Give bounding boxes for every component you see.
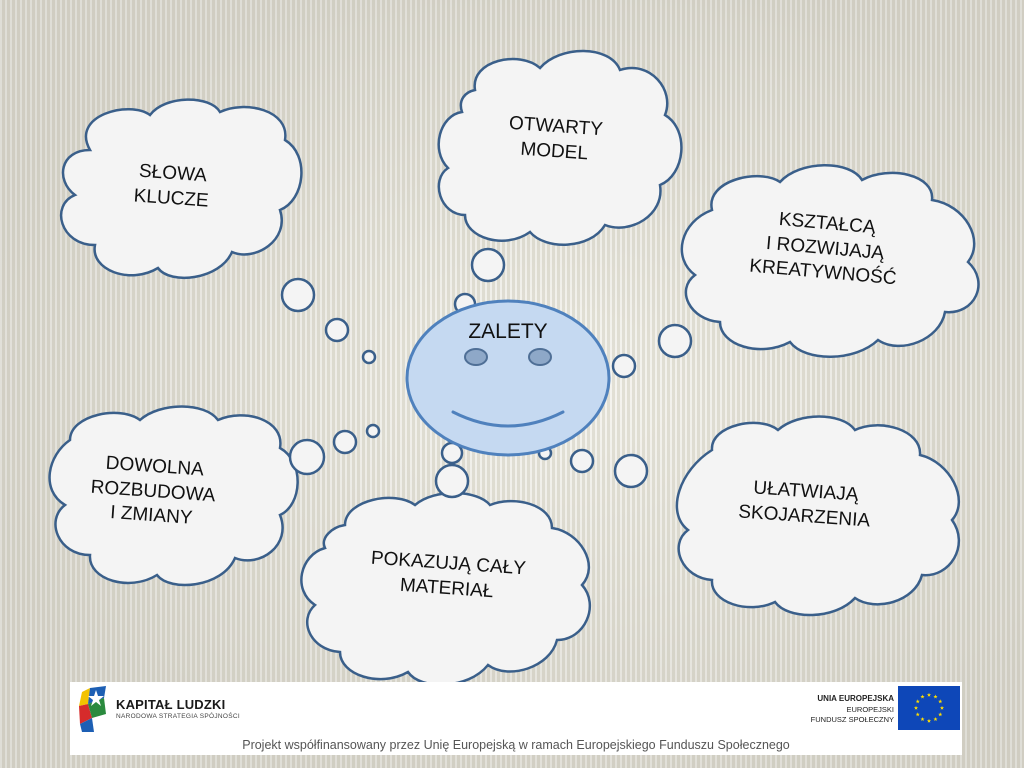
kapital-ludzki-logo [79,686,106,732]
eu-star [926,692,932,697]
footer-banner: KAPITAŁ LUDZKI NARODOWA STRATEGIA SPÓJNO… [70,682,962,755]
eu-fund-line1: EUROPEJSKI [846,704,894,714]
center-label: ZALETY [468,320,548,343]
eu-star [920,694,925,699]
eu-star [938,699,943,704]
eu-star [938,712,943,717]
cloud-ksztalca [680,164,980,358]
eu-star [915,699,920,704]
eu-star [926,718,932,723]
cloud-label-dowolna-rozbudowa: DOWOLNA ROZBUDOWA I ZMIANY [66,449,241,535]
cloud-label-otwarty-model: OTWARTY MODEL [478,110,631,170]
eu-title: UNIA EUROPEJSKA [817,694,894,703]
eu-fund-line2: FUNDUSZ SPOŁECZNY [810,714,894,724]
cloud-slowa-klucze [59,98,303,280]
kapital-ludzki-subtitle: NARODOWA STRATEGIA SPÓJNOŚCI [116,713,240,720]
footer-note: Projekt współfinansowany przez Unię Euro… [242,738,790,752]
eu-star [920,717,925,722]
eu-star [933,694,938,699]
cloud-pokazuja [300,491,592,686]
eu-star [915,712,920,717]
eu-flag-icon [898,686,960,730]
eu-star [933,717,938,722]
cloud-dowolna-rozbudowa [48,405,299,587]
thought-bubbles [280,247,693,499]
cloud-otwarty-model [437,49,683,246]
eu-text-block: UNIA EUROPEJSKA EUROPEJSKI FUNDUSZ SPOŁE… [811,694,894,725]
eu-star [913,705,919,710]
cloud-ulatwiaja [675,415,961,617]
smiley-face [405,299,611,457]
cloud-label-slowa-klucze: SŁOWA KLUCZE [110,158,233,216]
eu-star [939,705,945,710]
kapital-ludzki-title: KAPITAŁ LUDZKI [116,697,226,712]
